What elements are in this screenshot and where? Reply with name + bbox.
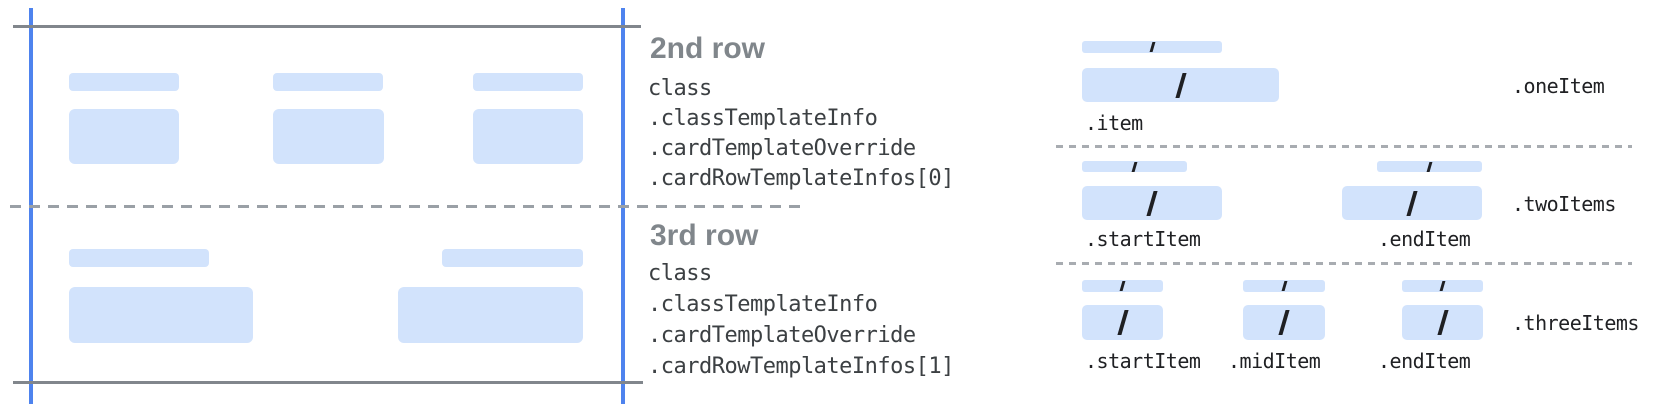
field-label-placeholder [69, 249, 209, 267]
field-label-placeholder [442, 249, 583, 267]
field-value-placeholder [69, 287, 253, 343]
card-bottom-border [13, 381, 643, 384]
template-separator-line [1056, 145, 1632, 148]
item-field-label: .item [1085, 111, 1143, 135]
slash-icon [1278, 310, 1290, 335]
field-value-placeholder [69, 109, 179, 164]
slash-icon [1426, 161, 1433, 172]
item-label-bar [1082, 161, 1187, 172]
item-label-bar [1402, 280, 1483, 292]
row2-title: 2nd row [650, 32, 766, 65]
row2-class-line: .cardTemplateOverride [648, 136, 916, 161]
item-value-bar [1082, 68, 1279, 102]
row2-class-line: .classTemplateInfo [648, 106, 878, 131]
slash-icon [1439, 281, 1446, 291]
template-name-label: .threeItems [1512, 311, 1639, 335]
slash-icon [1116, 310, 1129, 335]
slash-icon [1281, 281, 1287, 291]
item-value-bar [1243, 305, 1325, 340]
item-label-bar [1243, 280, 1325, 292]
field-value-placeholder [398, 287, 583, 343]
row3-class-line: .cardTemplateOverride [648, 323, 916, 348]
item-value-bar [1402, 305, 1483, 340]
item-field-label: .startItem [1085, 349, 1201, 373]
item-field-label: .startItem [1085, 227, 1201, 251]
template-name-label: .oneItem [1512, 74, 1605, 98]
item-label-bar [1377, 161, 1482, 172]
item-value-bar [1082, 186, 1222, 220]
row2-class-line: .cardRowTemplateInfos[0] [648, 166, 954, 191]
row3-class-line: .cardRowTemplateInfos[1] [648, 354, 954, 379]
row2-class-line: class [648, 76, 712, 101]
field-label-placeholder [69, 73, 179, 91]
template-separator-line [1056, 262, 1632, 265]
row3-class-line: .classTemplateInfo [648, 292, 878, 317]
item-field-label: .endItem [1378, 227, 1471, 251]
item-label-bar [1082, 280, 1163, 292]
item-value-bar [1342, 186, 1482, 220]
item-label-bar [1082, 41, 1222, 53]
field-label-placeholder [273, 73, 383, 91]
item-field-label: .midItem [1228, 349, 1321, 373]
item-field-label: .endItem [1378, 349, 1471, 373]
slash-icon [1406, 190, 1418, 216]
row3-title: 3rd row [650, 219, 759, 252]
slash-icon [1146, 190, 1158, 216]
slash-icon [1119, 281, 1126, 291]
field-label-placeholder [473, 73, 583, 91]
card-top-border [13, 25, 641, 28]
item-value-bar [1082, 305, 1163, 340]
slash-icon [1174, 72, 1187, 98]
field-value-placeholder [473, 109, 583, 164]
field-value-placeholder [273, 109, 384, 164]
slash-icon [1149, 42, 1155, 52]
slash-icon [1131, 161, 1138, 172]
row-divider-dashed-line [10, 205, 800, 208]
row3-class-line: class [648, 261, 712, 286]
template-name-label: .twoItems [1512, 192, 1616, 216]
slash-icon [1436, 310, 1449, 335]
